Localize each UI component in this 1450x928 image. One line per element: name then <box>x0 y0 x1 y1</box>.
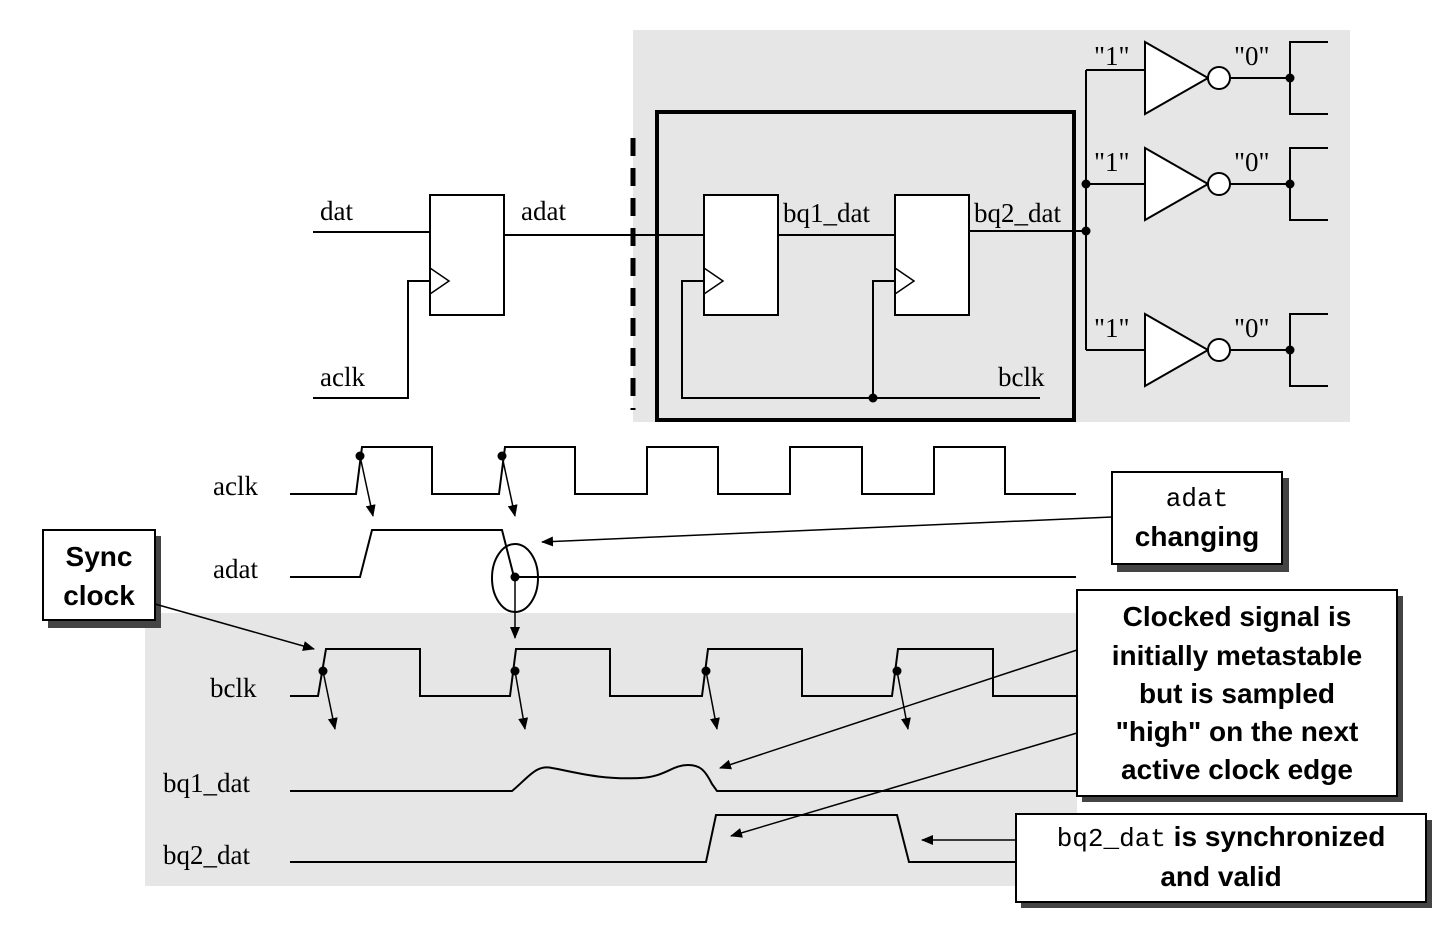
callout-sync-line2: clock <box>63 580 135 611</box>
wave-bq2-dat <box>290 814 1076 863</box>
junction-dot <box>1081 226 1091 236</box>
wave-label-bq1-dat: bq1_dat <box>163 768 250 798</box>
inverter-output-value: "0" <box>1234 313 1270 343</box>
inverter-3: "1" "0" <box>1094 312 1328 388</box>
inverter-2: "1" "0" <box>1094 146 1328 222</box>
label-bq2-dat: bq2_dat <box>974 198 1061 228</box>
wave-label-bclk: bclk <box>210 673 257 703</box>
wave-adat <box>290 529 1076 578</box>
flip-flop-bq1 <box>703 194 779 316</box>
callout-metastable: Clocked signal is initially metastable b… <box>719 589 1403 838</box>
wave-label-bq2-dat: bq2_dat <box>163 840 250 870</box>
wave-label-aclk: aclk <box>213 471 258 501</box>
callout-meta-line2: initially metastable <box>1112 640 1363 671</box>
callout-sync-valid-line1: bq2_dat is synchronized <box>1057 821 1386 854</box>
clock-triangle-icon <box>703 267 725 295</box>
callout-synchronized: bq2_dat is synchronized and valid <box>921 813 1432 908</box>
inverter-1: "1" "0" <box>1094 40 1328 116</box>
clock-edge-arrows <box>318 451 911 730</box>
wave-bclk <box>290 648 1076 697</box>
callout-sync-line1: Sync <box>66 541 133 572</box>
inverter-output-value: "0" <box>1234 147 1270 177</box>
clock-triangle-icon <box>894 267 916 295</box>
callout-adat-code: adat <box>1166 484 1228 514</box>
callout-meta-line1: Clocked signal is <box>1123 601 1352 632</box>
callout-meta-line5: active clock edge <box>1121 754 1353 785</box>
inverter-output-value: "0" <box>1234 41 1270 71</box>
callout-sync-clock: Sync clock <box>42 529 315 651</box>
label-aclk: aclk <box>320 362 365 392</box>
flip-flop-a <box>429 194 505 316</box>
flip-flop-bq2 <box>894 194 970 316</box>
label-bq1-dat: bq1_dat <box>783 198 870 228</box>
label-dat: dat <box>320 196 353 226</box>
wave-aclk <box>290 446 1076 495</box>
junction-dot <box>868 393 878 403</box>
schematic: dat aclk adat bq1_dat bq2_dat bclk <box>313 40 1328 422</box>
callout-adat-text: changing <box>1135 521 1259 552</box>
label-adat: adat <box>521 196 566 226</box>
inverter-input-value: "1" <box>1094 313 1130 343</box>
callout-meta-line4: "high" on the next <box>1116 716 1359 747</box>
waveforms: aclk adat bclk bq1_dat bq2_dat <box>163 446 1076 870</box>
wave-bq1-dat <box>290 763 1076 792</box>
callout-sync-valid-line2: and valid <box>1160 861 1281 892</box>
junction-dot <box>1081 179 1091 189</box>
wave-label-adat: adat <box>213 554 258 584</box>
callout-meta-line3: but is sampled <box>1139 678 1335 709</box>
clock-triangle-icon <box>429 267 451 295</box>
callout-adat-changing: adat changing <box>541 471 1289 572</box>
synchronizer-box <box>655 110 1076 422</box>
label-bclk: bclk <box>998 362 1045 392</box>
inverter-input-value: "1" <box>1094 147 1130 177</box>
inverter-input-value: "1" <box>1094 41 1130 71</box>
